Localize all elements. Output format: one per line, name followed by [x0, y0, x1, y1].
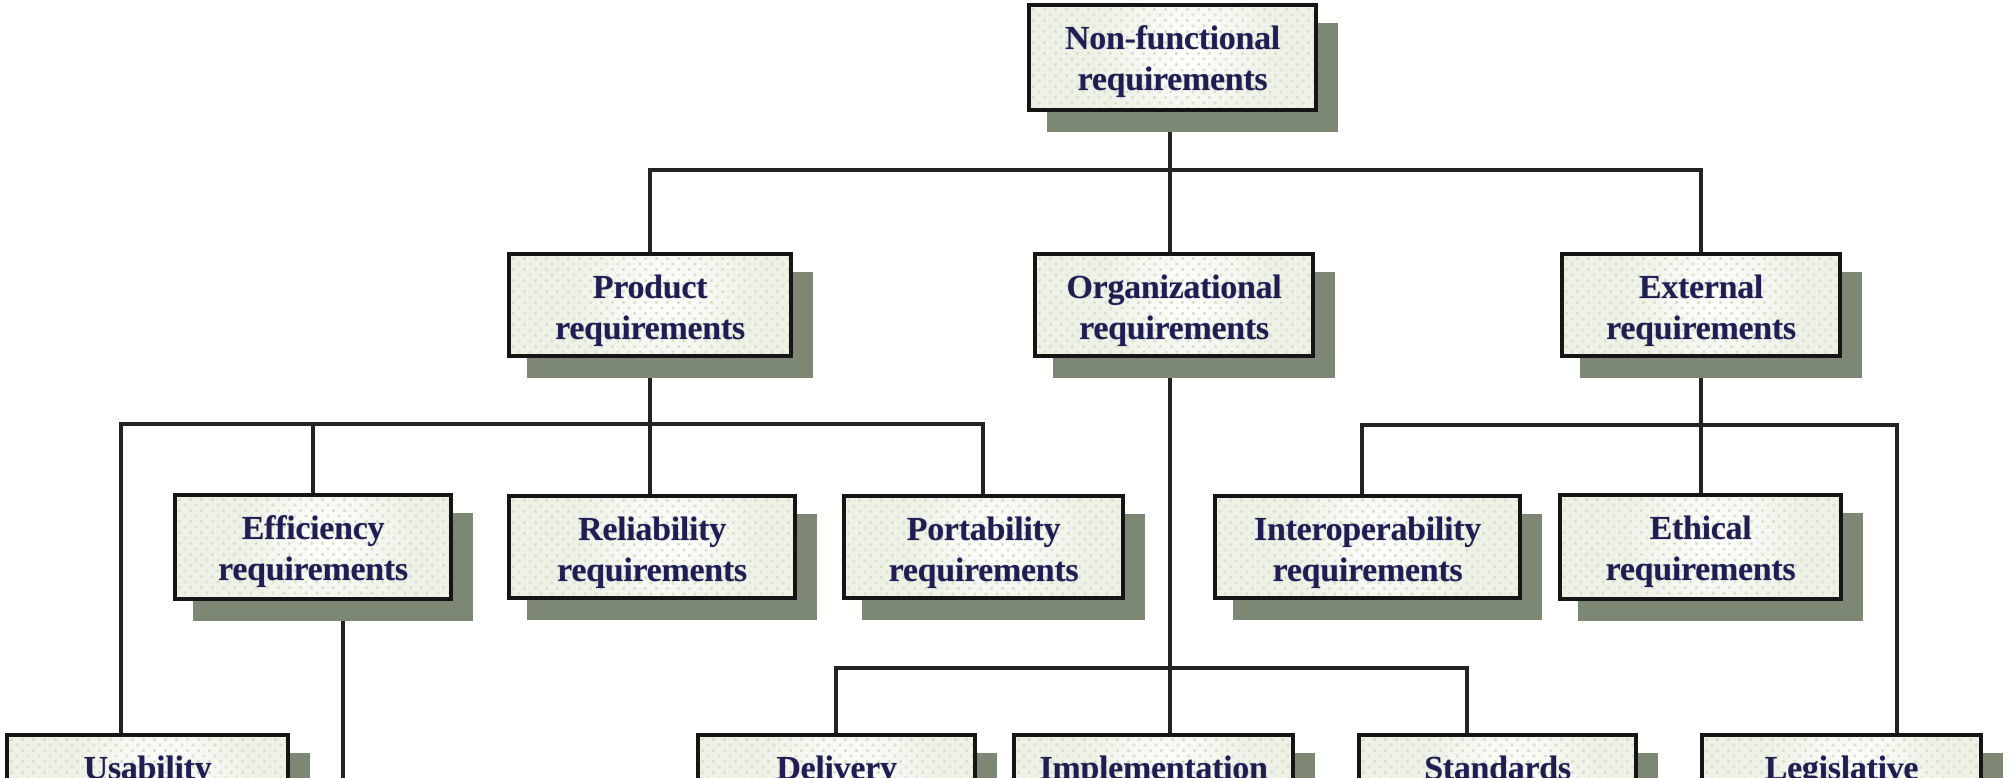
connector-rail-external — [1360, 423, 1899, 427]
connector-drop-efficiency — [311, 422, 315, 494]
connector-rail-organizational — [834, 666, 1469, 670]
connector-drop-standards — [1465, 666, 1469, 733]
node-standards-requirements: Standards — [1357, 733, 1638, 778]
node-organizational-requirements: Organizational requirements — [1033, 252, 1315, 358]
connector-root-to-organizational — [1168, 112, 1172, 252]
connector-rail-level1 — [648, 168, 1703, 172]
node-efficiency-requirements: Efficiency requirements — [173, 493, 453, 601]
connector-drop-product — [648, 168, 652, 252]
connector-drop-legislative — [1895, 423, 1899, 733]
connector-drop-portability — [981, 422, 985, 495]
connector-drop-external — [1699, 168, 1703, 252]
node-product-requirements: Product requirements — [507, 252, 793, 358]
node-non-functional-requirements: Non-functional requirements — [1027, 3, 1318, 112]
connector-product-to-rail — [648, 358, 652, 495]
node-implementation-requirements: Implementation — [1012, 733, 1295, 778]
node-interoperability-requirements: Interoperability requirements — [1213, 494, 1522, 600]
connector-drop-usability — [119, 422, 123, 733]
node-external-requirements: External requirements — [1560, 252, 1842, 358]
connector-efficiency-down — [341, 601, 345, 778]
node-usability-requirements: Usability — [5, 733, 290, 778]
connector-rail-product — [119, 422, 985, 426]
connector-drop-delivery — [834, 666, 838, 733]
node-delivery-requirements: Delivery — [696, 733, 977, 778]
node-portability-requirements: Portability requirements — [842, 494, 1125, 600]
node-reliability-requirements: Reliability requirements — [507, 494, 797, 600]
node-ethical-requirements: Ethical requirements — [1558, 493, 1843, 601]
node-legislative-requirements: Legislative — [1700, 733, 1983, 778]
connector-drop-interoperability — [1360, 423, 1364, 495]
connector-organizational-to-implementation — [1168, 358, 1172, 733]
